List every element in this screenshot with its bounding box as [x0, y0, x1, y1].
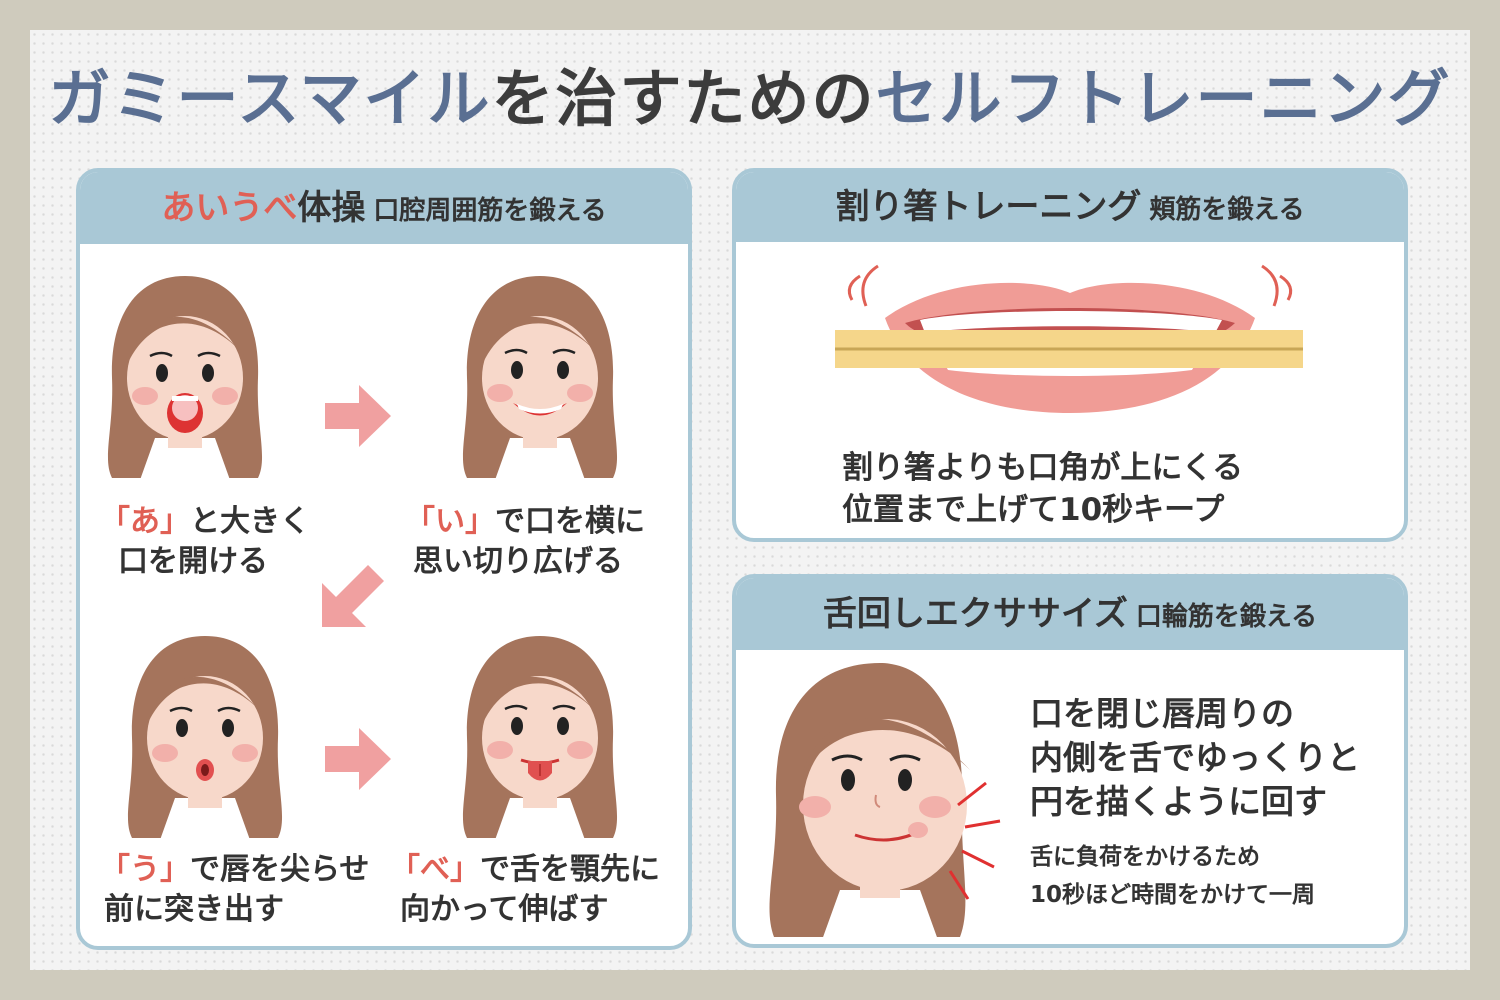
page-title: ガミースマイルを治すためのセルフトレーニング [0, 48, 1500, 138]
face-a [107, 276, 263, 480]
caption-a-quote: 「あ」 [100, 504, 190, 539]
tongue-note1: 舌に負荷をかけるため [1030, 844, 1260, 870]
caption-be: 「べ」で舌を顎先に 向かって伸ばす [390, 850, 680, 930]
tongue-line3: 円を描くように回す [1030, 782, 1327, 821]
caption-u-quote: 「う」 [100, 852, 190, 887]
title-part3: セルフトレーニング [875, 62, 1452, 135]
arrow-right-2 [325, 728, 391, 790]
mouth-chopsticks-illustration [835, 264, 1303, 413]
tongue-heading: 舌回しエクササイズ口輪筋を鍛える [736, 578, 1404, 650]
arrow-right-1 [325, 385, 391, 447]
face-i-illustration [462, 276, 618, 480]
face-tongue-illustration [769, 663, 1001, 940]
tongue-heading-sub: 口輪筋を鍛える [1135, 602, 1318, 632]
chopsticks-line2: 位置まで上げて10秒キープ [842, 492, 1225, 528]
tongue-note2: 10秒ほど時間をかけて一周 [1030, 882, 1316, 908]
chopsticks-text: 割り箸よりも口角が上にくる 位置まで上げて10秒キープ [842, 447, 1243, 531]
face-u [127, 636, 283, 840]
aiube-heading-red: あいうべ [161, 188, 298, 228]
face-a-illustration [107, 276, 263, 480]
title-part1: ガミースマイル [48, 62, 492, 135]
caption-i: 「い」で口を横に 思い切り広げる [405, 502, 655, 582]
aiube-heading-sub: 口腔周囲筋を鍛える [373, 196, 607, 226]
tongue-note: 舌に負荷をかけるため 10秒ほど時間をかけて一周 [1030, 838, 1315, 914]
caption-be-quote: 「べ」 [390, 852, 480, 887]
caption-u-line2: 前に突き出す [104, 892, 284, 927]
chopsticks-heading-sub: 頬筋を鍛える [1149, 195, 1305, 225]
caption-i-line1: で口を横に [495, 504, 645, 539]
title-part2: を治すための [491, 62, 876, 135]
arrow-down-left [322, 565, 384, 627]
caption-u-line1: で唇を尖らせ [190, 852, 370, 887]
caption-be-line1: で舌を顎先に [480, 852, 660, 887]
tongue-text: 口を閉じ唇周りの 内側を舌でゆっくりと 円を描くように回す [1030, 692, 1360, 824]
caption-u: 「う」で唇を尖らせ 前に突き出す [100, 850, 380, 930]
caption-a: 「あ」と大きく 口を開ける [100, 502, 310, 582]
face-be-illustration [462, 636, 618, 840]
chopsticks-heading-main: 割り箸トレーニング [835, 187, 1142, 227]
caption-a-line2: 口を開ける [118, 544, 268, 579]
tongue-line2: 内側を舌でゆっくりと [1030, 738, 1360, 777]
tongue-heading-main: 舌回しエクササイズ [822, 594, 1128, 634]
mouth-with-chopsticks [835, 264, 1303, 413]
caption-be-line2: 向かって伸ばす [400, 892, 609, 927]
aiube-heading: あいうべ体操口腔周囲筋を鍛える [80, 172, 688, 244]
face-i [462, 276, 618, 480]
face-be [462, 636, 618, 840]
aiube-heading-main: 体操 [297, 188, 366, 228]
chopsticks-heading: 割り箸トレーニング頬筋を鍛える [736, 172, 1404, 242]
caption-i-quote: 「い」 [405, 504, 495, 539]
chopsticks-line1: 割り箸よりも口角が上にくる [842, 450, 1244, 486]
face-u-illustration [127, 636, 283, 840]
caption-a-line1: と大きく [190, 504, 310, 539]
face-tongue [769, 663, 1001, 940]
caption-i-line2: 思い切り広げる [413, 544, 623, 579]
tongue-line1: 口を閉じ唇周りの [1030, 694, 1294, 733]
